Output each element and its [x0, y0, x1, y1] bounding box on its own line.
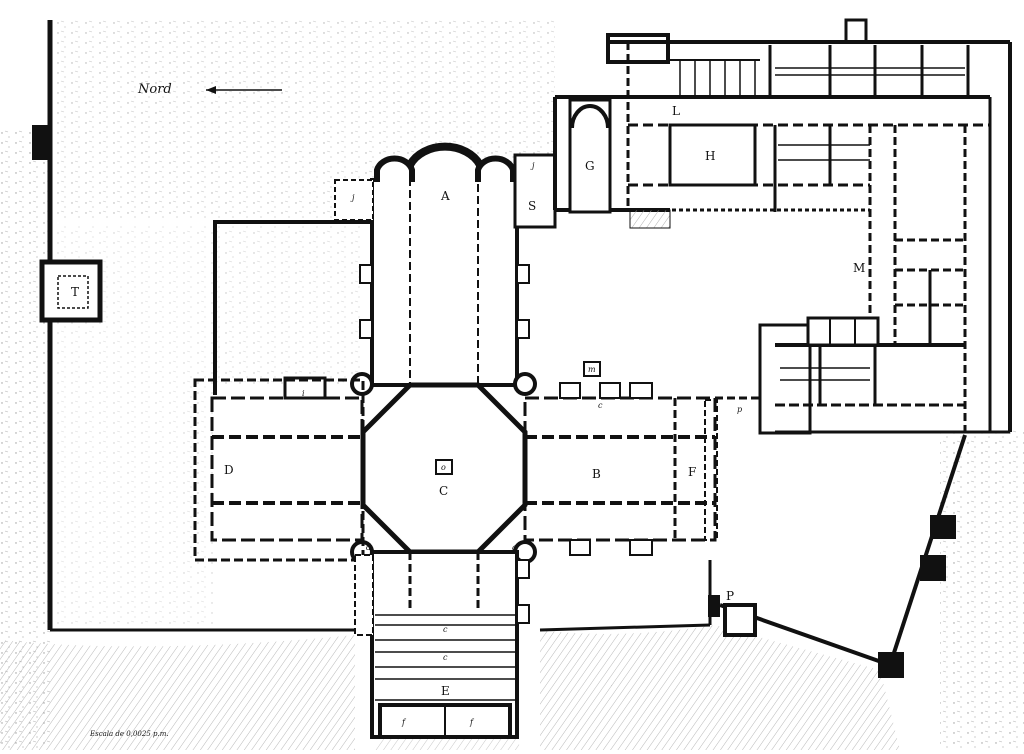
label-j-east: j [530, 161, 535, 170]
label-T: T [71, 285, 79, 299]
label-m: m [588, 365, 596, 374]
north-arrow: Nord [137, 82, 282, 97]
label-f-left: f [401, 718, 407, 727]
label-H: H [705, 149, 715, 163]
label-B: B [592, 467, 601, 481]
label-G: G [585, 159, 595, 173]
label-M: M [853, 261, 865, 275]
scale-note: Escala de 0,0025 p.m. [89, 730, 169, 738]
label-c-south-1: c [443, 625, 448, 634]
label-E: E [441, 684, 450, 698]
monastery-wing [553, 18, 1012, 435]
room-labels: A B C D E F G H L M P S T j j i c c c d … [71, 104, 865, 727]
label-o: o [441, 463, 446, 472]
outer-boundary [32, 20, 967, 667]
label-a: a [512, 543, 517, 552]
corner-towers [708, 515, 956, 678]
label-A: A [440, 189, 450, 203]
south-arm-E [354, 550, 530, 739]
terrain-texture [0, 20, 1024, 750]
east-arm-B [523, 361, 718, 556]
west-arm-D [193, 378, 365, 562]
tower-T [39, 259, 103, 323]
north-label: Nord [137, 82, 172, 97]
label-f-right: f [469, 718, 475, 727]
label-d: d [366, 543, 371, 552]
label-D: D [224, 463, 234, 477]
label-p: p [737, 405, 742, 414]
label-S: S [528, 199, 536, 213]
label-j-west: j [350, 193, 355, 202]
label-c-south-2: c [443, 653, 448, 662]
west-courtyard [213, 220, 372, 400]
label-c-east: c [598, 401, 603, 410]
label-L: L [672, 104, 680, 118]
label-F: F [688, 465, 696, 479]
label-C: C [439, 484, 448, 498]
nave-north-arm [334, 142, 557, 387]
label-i: i [302, 389, 305, 398]
label-P: P [726, 589, 734, 603]
